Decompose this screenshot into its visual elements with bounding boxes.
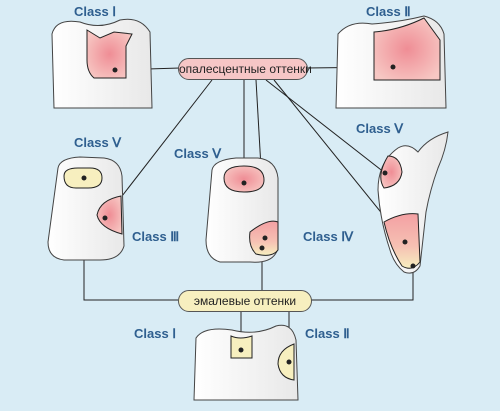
label-class3: Class Ⅲ [132,229,180,244]
tooth-class5-right [377,131,449,274]
tooth-class5-left [47,156,125,261]
label-class5-right: Class Ⅴ [356,121,404,136]
label-class1-top: Class Ⅰ [74,4,117,19]
tooth-class2-top [335,15,447,109]
label-class4: Class Ⅳ [303,229,354,244]
label-class2-bottom: Class Ⅱ [305,326,350,341]
tooth-class5-center [205,157,279,263]
label-class5-center: Class Ⅴ [174,146,222,161]
enamel-shades-label: эмалевые оттенки [178,290,312,312]
label-class1-bottom: Class Ⅰ [134,326,177,341]
opalescent-shades-label: опалесцентные оттенки [178,58,312,80]
label-class5-left: Class Ⅴ [74,135,122,150]
tooth-bottom [193,324,299,401]
tooth-class1-top [51,18,153,109]
label-class2-top: Class Ⅱ [366,4,411,19]
